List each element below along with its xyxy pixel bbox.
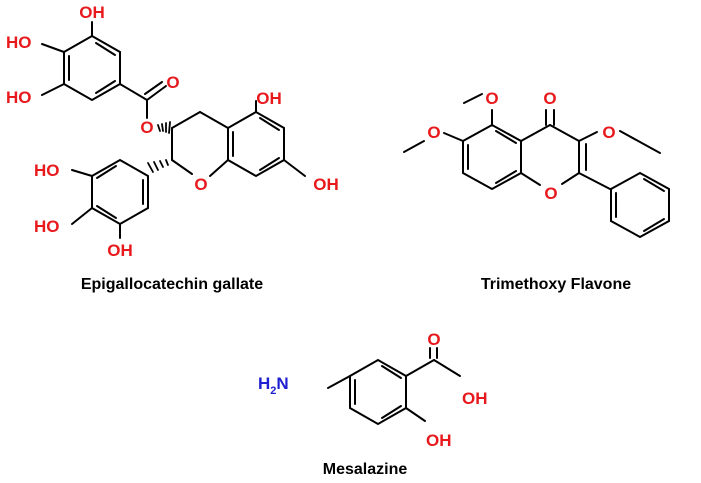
mesalazine-atom-nh2: H2N <box>258 374 289 397</box>
tmf-atom-methoxy-o-5: O <box>485 89 498 108</box>
tmf-name-label: Trimethoxy Flavone <box>481 276 631 293</box>
mesalazine-atom-carbonyl-o: O <box>427 330 440 349</box>
egcg-atom-carbonyl-o: O <box>166 73 179 92</box>
egcg-atom-ho-3: HO <box>6 88 32 107</box>
mesalazine-structure: H2N O OH OH Mesalazine <box>258 330 488 478</box>
tmf-atom-carbonyl-o: O <box>543 89 556 108</box>
egcg-atom-ring-o: O <box>194 175 207 194</box>
egcg-a-ring <box>227 110 285 178</box>
mesalazine-name-label: Mesalazine <box>323 461 408 478</box>
egcg-name-label: Epigallocatechin gallate <box>81 276 263 293</box>
tmf-benzo-ring <box>462 123 522 191</box>
tmf-atom-methoxy-o-6: O <box>427 123 440 142</box>
egcg-atom-oh-5: OH <box>256 89 282 108</box>
mesalazine-atom-acid-oh: OH <box>462 389 488 408</box>
tmf-atom-methoxy-o-3: O <box>602 123 615 142</box>
egcg-atom-oh-b3: OH <box>107 241 133 260</box>
egcg-atom-oh-1: OH <box>79 3 105 22</box>
egcg-gallate-ring <box>63 34 121 102</box>
mesalazine-atom-phenol-oh: OH <box>426 431 452 450</box>
egcg-atom-ho-b2: HO <box>34 217 60 236</box>
trimethoxy-flavone-structure: O O O O O Trimethoxy Flavone <box>403 89 670 293</box>
tmf-phenyl-ring <box>610 171 670 239</box>
egcg-atom-ho-2: HO <box>6 33 32 52</box>
egcg-atom-ho-b1: HO <box>34 161 60 180</box>
egcg-b-ring <box>91 158 149 226</box>
tmf-atom-ring-o: O <box>544 184 557 203</box>
egcg-atom-oh-7: OH <box>313 175 339 194</box>
egcg-atom-ester-o: O <box>140 118 153 137</box>
mesalazine-ring <box>349 358 407 426</box>
egcg-structure: OH HO HO O O OH OH O HO HO OH Epigalloca… <box>6 3 339 293</box>
